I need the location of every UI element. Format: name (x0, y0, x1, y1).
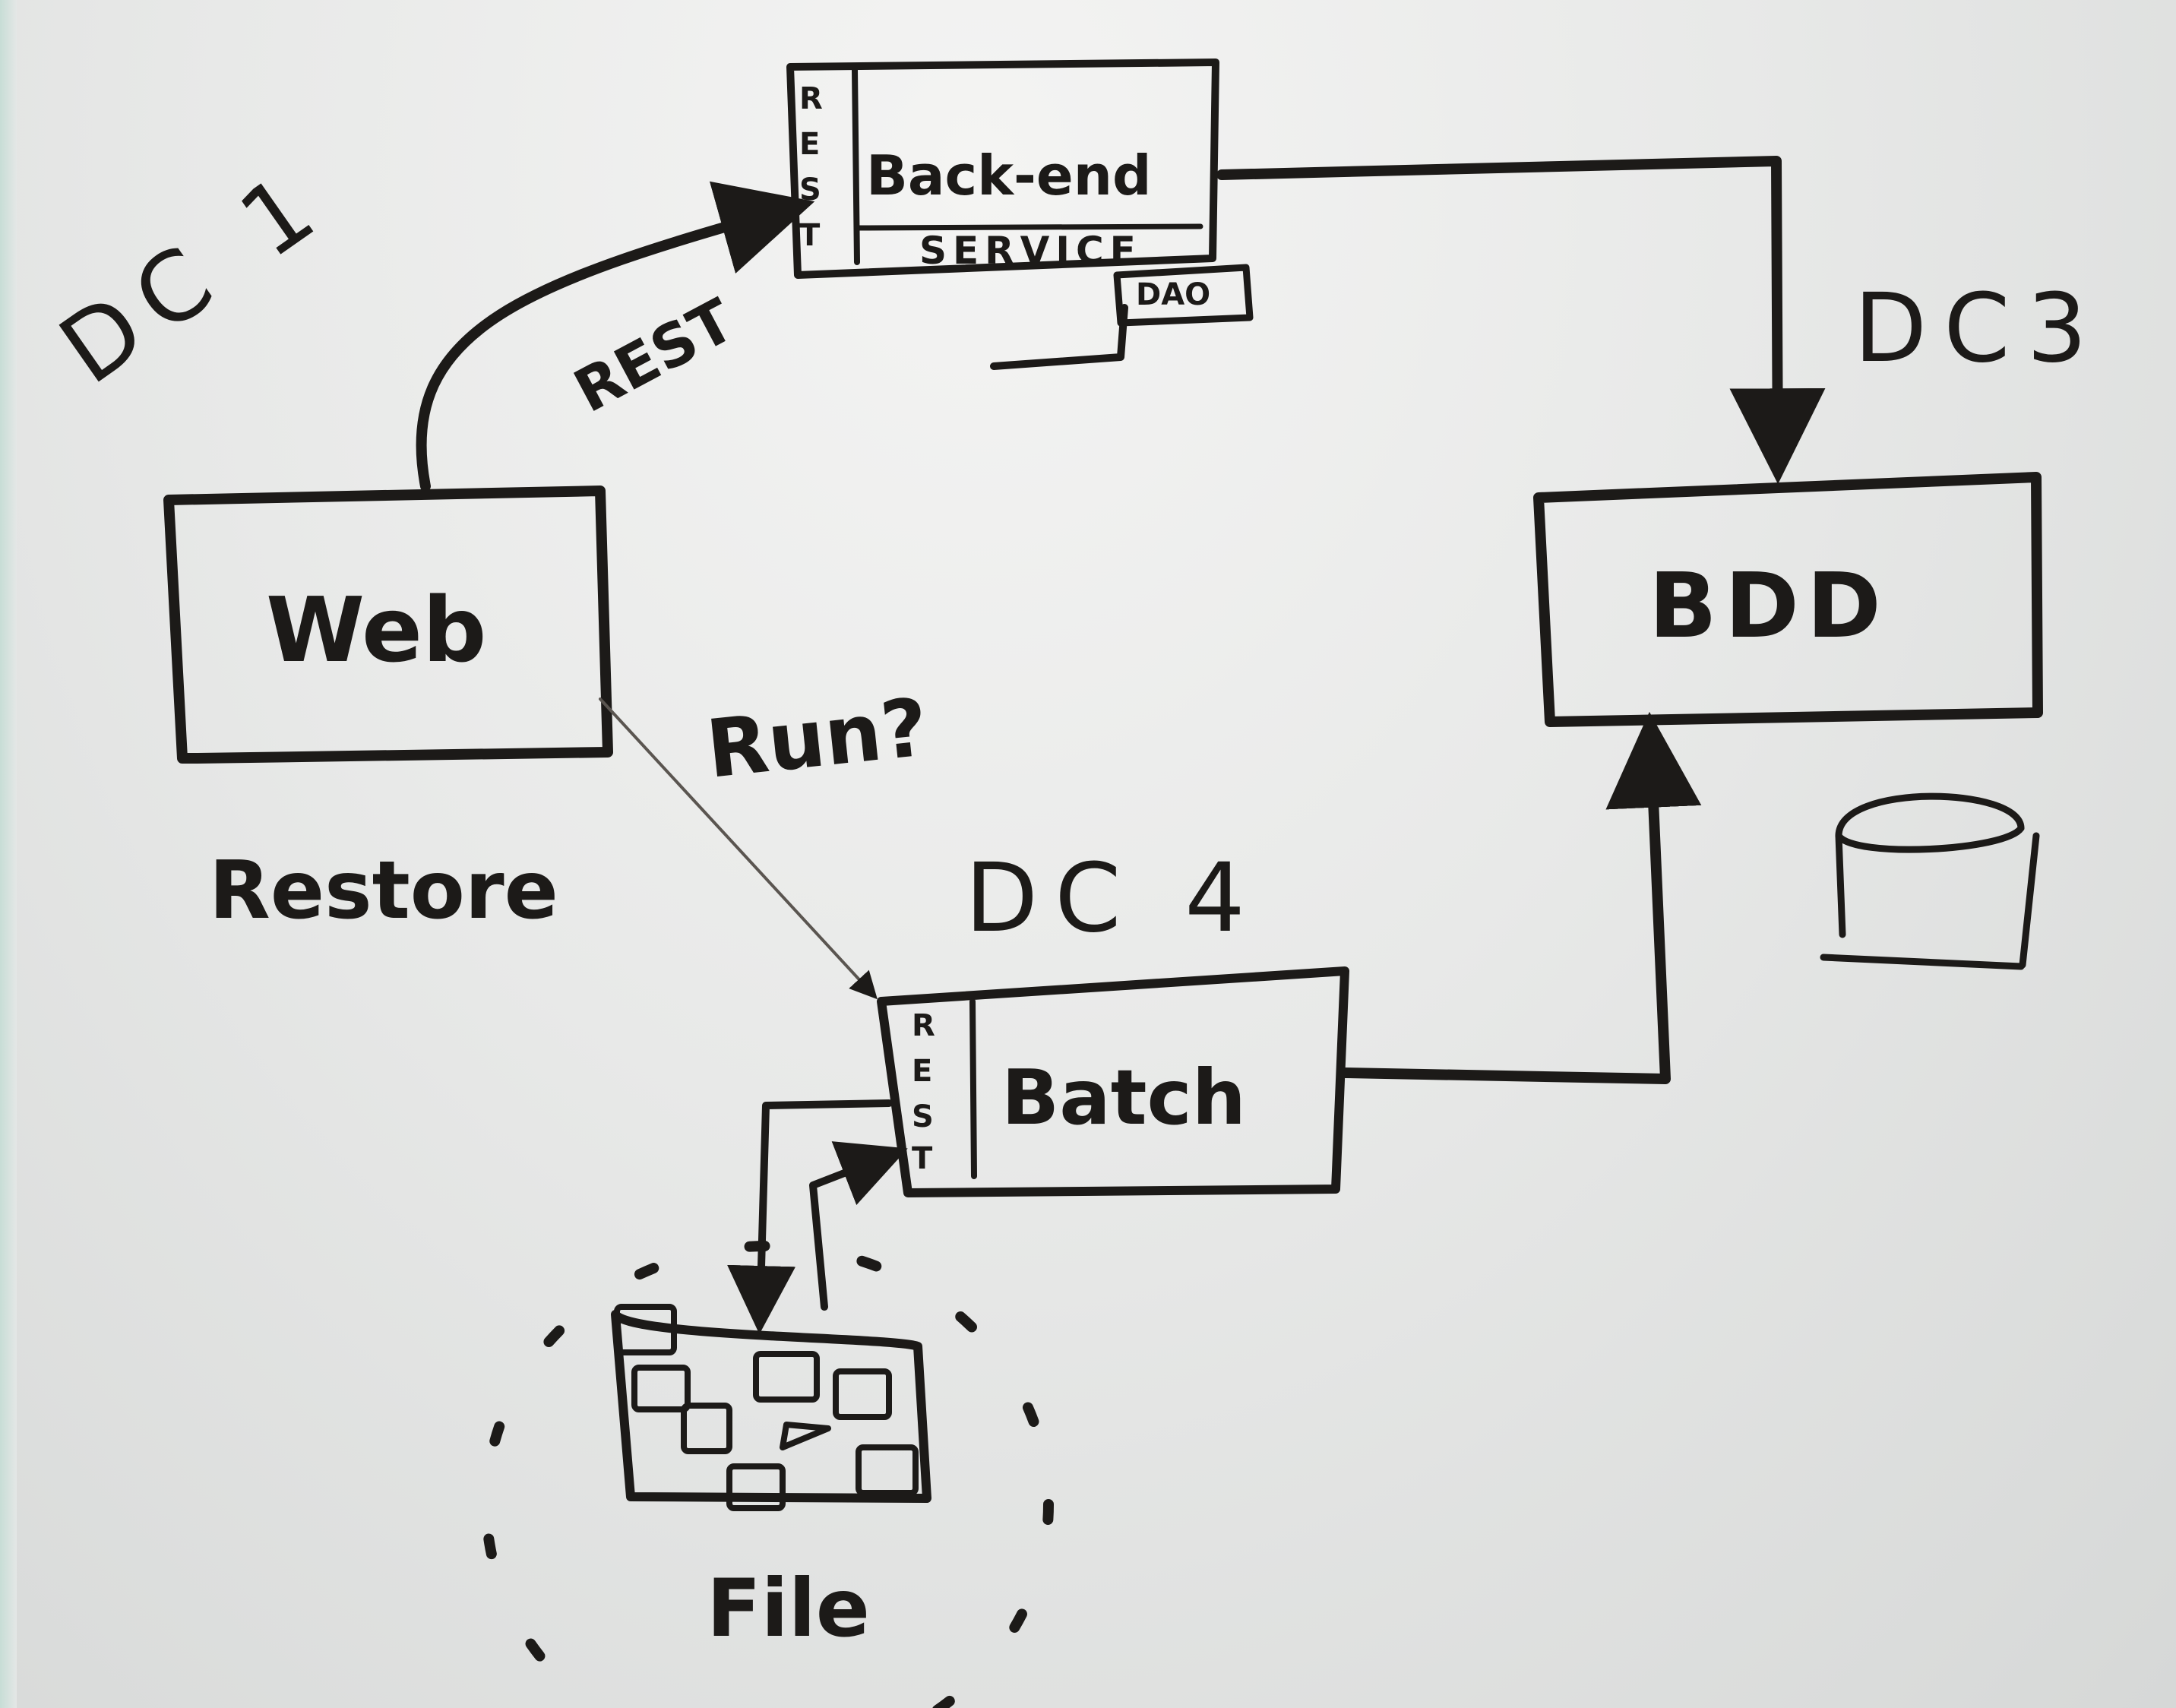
zone-label-dc3: DC3 (1854, 274, 2105, 384)
edge-web-to-batch (599, 697, 878, 1000)
batch-box (877, 966, 1349, 1197)
edge-batch-to-file (727, 1099, 893, 1334)
node-label-file: File (707, 1562, 870, 1655)
edge-backend-to-bdd (1216, 156, 1826, 485)
backend-rest-letter: E (799, 127, 821, 162)
batch-rest-letter: S (912, 1099, 934, 1134)
bdd-box (1533, 472, 2043, 727)
batch-rest-letter: E (912, 1054, 933, 1089)
batch-rest-letter: T (912, 1141, 933, 1176)
edge-label-run: Run? (702, 681, 932, 796)
file-zone-boundary (481, 1241, 1054, 1708)
web-box (163, 486, 613, 764)
edge-file-to-batch (809, 1141, 908, 1311)
edge-batch-to-bdd (1339, 711, 1702, 1084)
database-icon (1820, 792, 2040, 970)
batch-rest-letter: R (912, 1008, 935, 1043)
node-label-bdd: BDD (1649, 553, 1889, 658)
node-label-batch: Batch (1001, 1053, 1246, 1142)
backend-rest-letter: S (799, 172, 821, 207)
backend-rest-letter: T (799, 218, 821, 253)
node-label-backend: Back-end (866, 144, 1152, 207)
node-sublabel-backend: SERVICE (919, 229, 1142, 273)
backend-rest-letter: R (799, 81, 823, 116)
node-label-dao: DAO (1136, 277, 1211, 312)
dao-tab (990, 264, 1254, 370)
file-store-box (611, 1304, 931, 1511)
zone-label-dc4: DC 4 (965, 843, 1262, 954)
whiteboard-frame-edge (0, 0, 17, 1708)
note-restore: Restore (209, 844, 558, 937)
node-label-web: Web (266, 577, 487, 682)
edge-web-to-backend (416, 181, 815, 492)
